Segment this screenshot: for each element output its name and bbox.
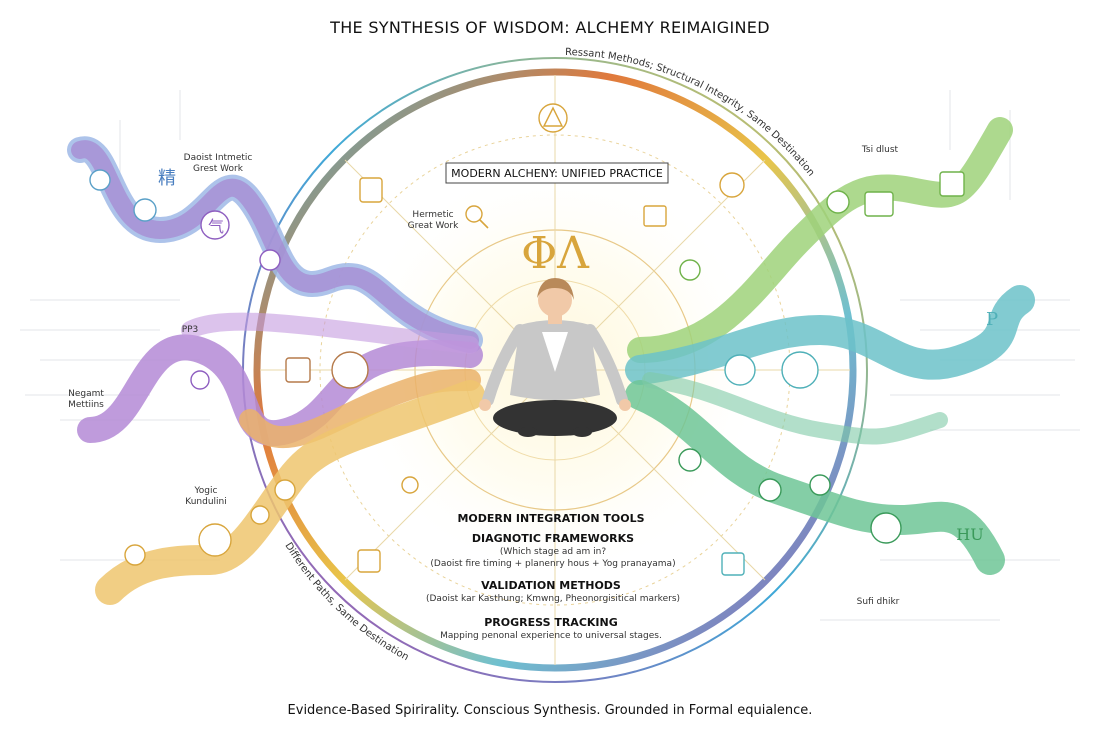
progress-title: PROGRESS TRACKING	[484, 616, 618, 629]
spiral-icon-right	[809, 474, 831, 496]
triangle-icon	[542, 106, 564, 127]
magnifier-icon	[259, 249, 281, 271]
ring-icon	[870, 512, 902, 544]
spiral-icon	[124, 544, 146, 566]
alembic-icon	[359, 177, 383, 203]
diag-line1: (Which stage ad am in?	[500, 547, 606, 557]
daoist-label-2: Grest Work	[193, 164, 244, 174]
leaf-icon	[679, 259, 701, 281]
compass-rose-icon	[724, 354, 756, 386]
scroll-icon	[285, 357, 311, 383]
hu-label: HU	[956, 525, 983, 544]
compass-icon	[133, 198, 157, 222]
p-label: P	[986, 309, 998, 330]
clock-icon	[826, 190, 850, 214]
banner-box	[445, 162, 669, 184]
sufi-label: Sufi dhikr	[857, 597, 900, 607]
daoist-label-1: Daoist Intmetic	[184, 153, 253, 163]
hermetic-label-1: Hermetic	[412, 210, 453, 220]
right-icons	[643, 171, 965, 576]
qi-glyph: 气	[208, 217, 224, 236]
page-title: THE SYNTHESIS OF WISDOM: ALCHEMY REIMAIG…	[330, 18, 770, 37]
left-icons	[89, 169, 419, 573]
yogic-label-1: Yogic	[194, 486, 218, 496]
hermetic-label-2: Great Work	[408, 221, 459, 231]
stream-gold	[239, 369, 481, 449]
qi-icon	[200, 210, 230, 240]
yogic-label-2: Kundulini	[185, 497, 226, 507]
star-icon	[721, 552, 745, 576]
valid-line1: (Daoist kar Kasthung; Kmwng, Pheonorgisi…	[426, 594, 680, 604]
jing-glyph: 精	[158, 168, 176, 189]
valid-title: VALIDATION METHODS	[481, 579, 621, 592]
triangle-symbol-icon	[538, 103, 568, 133]
eye-icon	[758, 478, 782, 502]
magnifier-icon-2	[401, 476, 419, 494]
yin-yang-icon	[89, 169, 111, 191]
negamt-label-2: Mettiins	[68, 400, 104, 410]
graph-icon	[939, 171, 965, 197]
footer-tagline: Evidence-Based Spirirality. Conscious Sy…	[287, 703, 813, 718]
stream-sufi	[625, 380, 1005, 575]
diag-title: DIAGNOTIC FRAMEWORKS	[472, 532, 634, 545]
banner-label: MODERN ALCHENY: UNIFIED PRACTICE	[451, 167, 663, 180]
hermetic-magnifier-icon	[465, 205, 483, 223]
pp-label: PP3	[182, 325, 199, 335]
lotus-icon	[250, 505, 270, 525]
atom-icon-right	[678, 448, 702, 472]
document-icon	[643, 205, 667, 227]
arc-top-label: Ressant Methods; Structural Integrity, S…	[565, 47, 816, 179]
flower-icon	[331, 351, 369, 389]
book-icon	[357, 549, 381, 573]
tsi-label: Tsi dlust	[861, 145, 899, 155]
chart-icon	[864, 191, 894, 217]
outer-ring	[253, 68, 857, 672]
kundalini-icon	[198, 523, 232, 557]
atom-icon	[274, 479, 296, 501]
gear-icon	[719, 172, 745, 198]
wheel-icon	[781, 351, 819, 389]
sun-icon	[190, 370, 210, 390]
tools-heading: MODERN INTEGRATION TOOLS	[457, 512, 644, 525]
diag-line2: (Daoist fire timing + planenry hous + Yo…	[430, 559, 675, 569]
negamt-label-1: Negamt	[68, 389, 104, 399]
meditating-figure	[479, 278, 631, 437]
progress-line1: Mapping penonal experience to universal …	[440, 631, 662, 641]
stream-p	[625, 285, 1035, 385]
center-symbol: ΦΛ	[521, 228, 590, 279]
